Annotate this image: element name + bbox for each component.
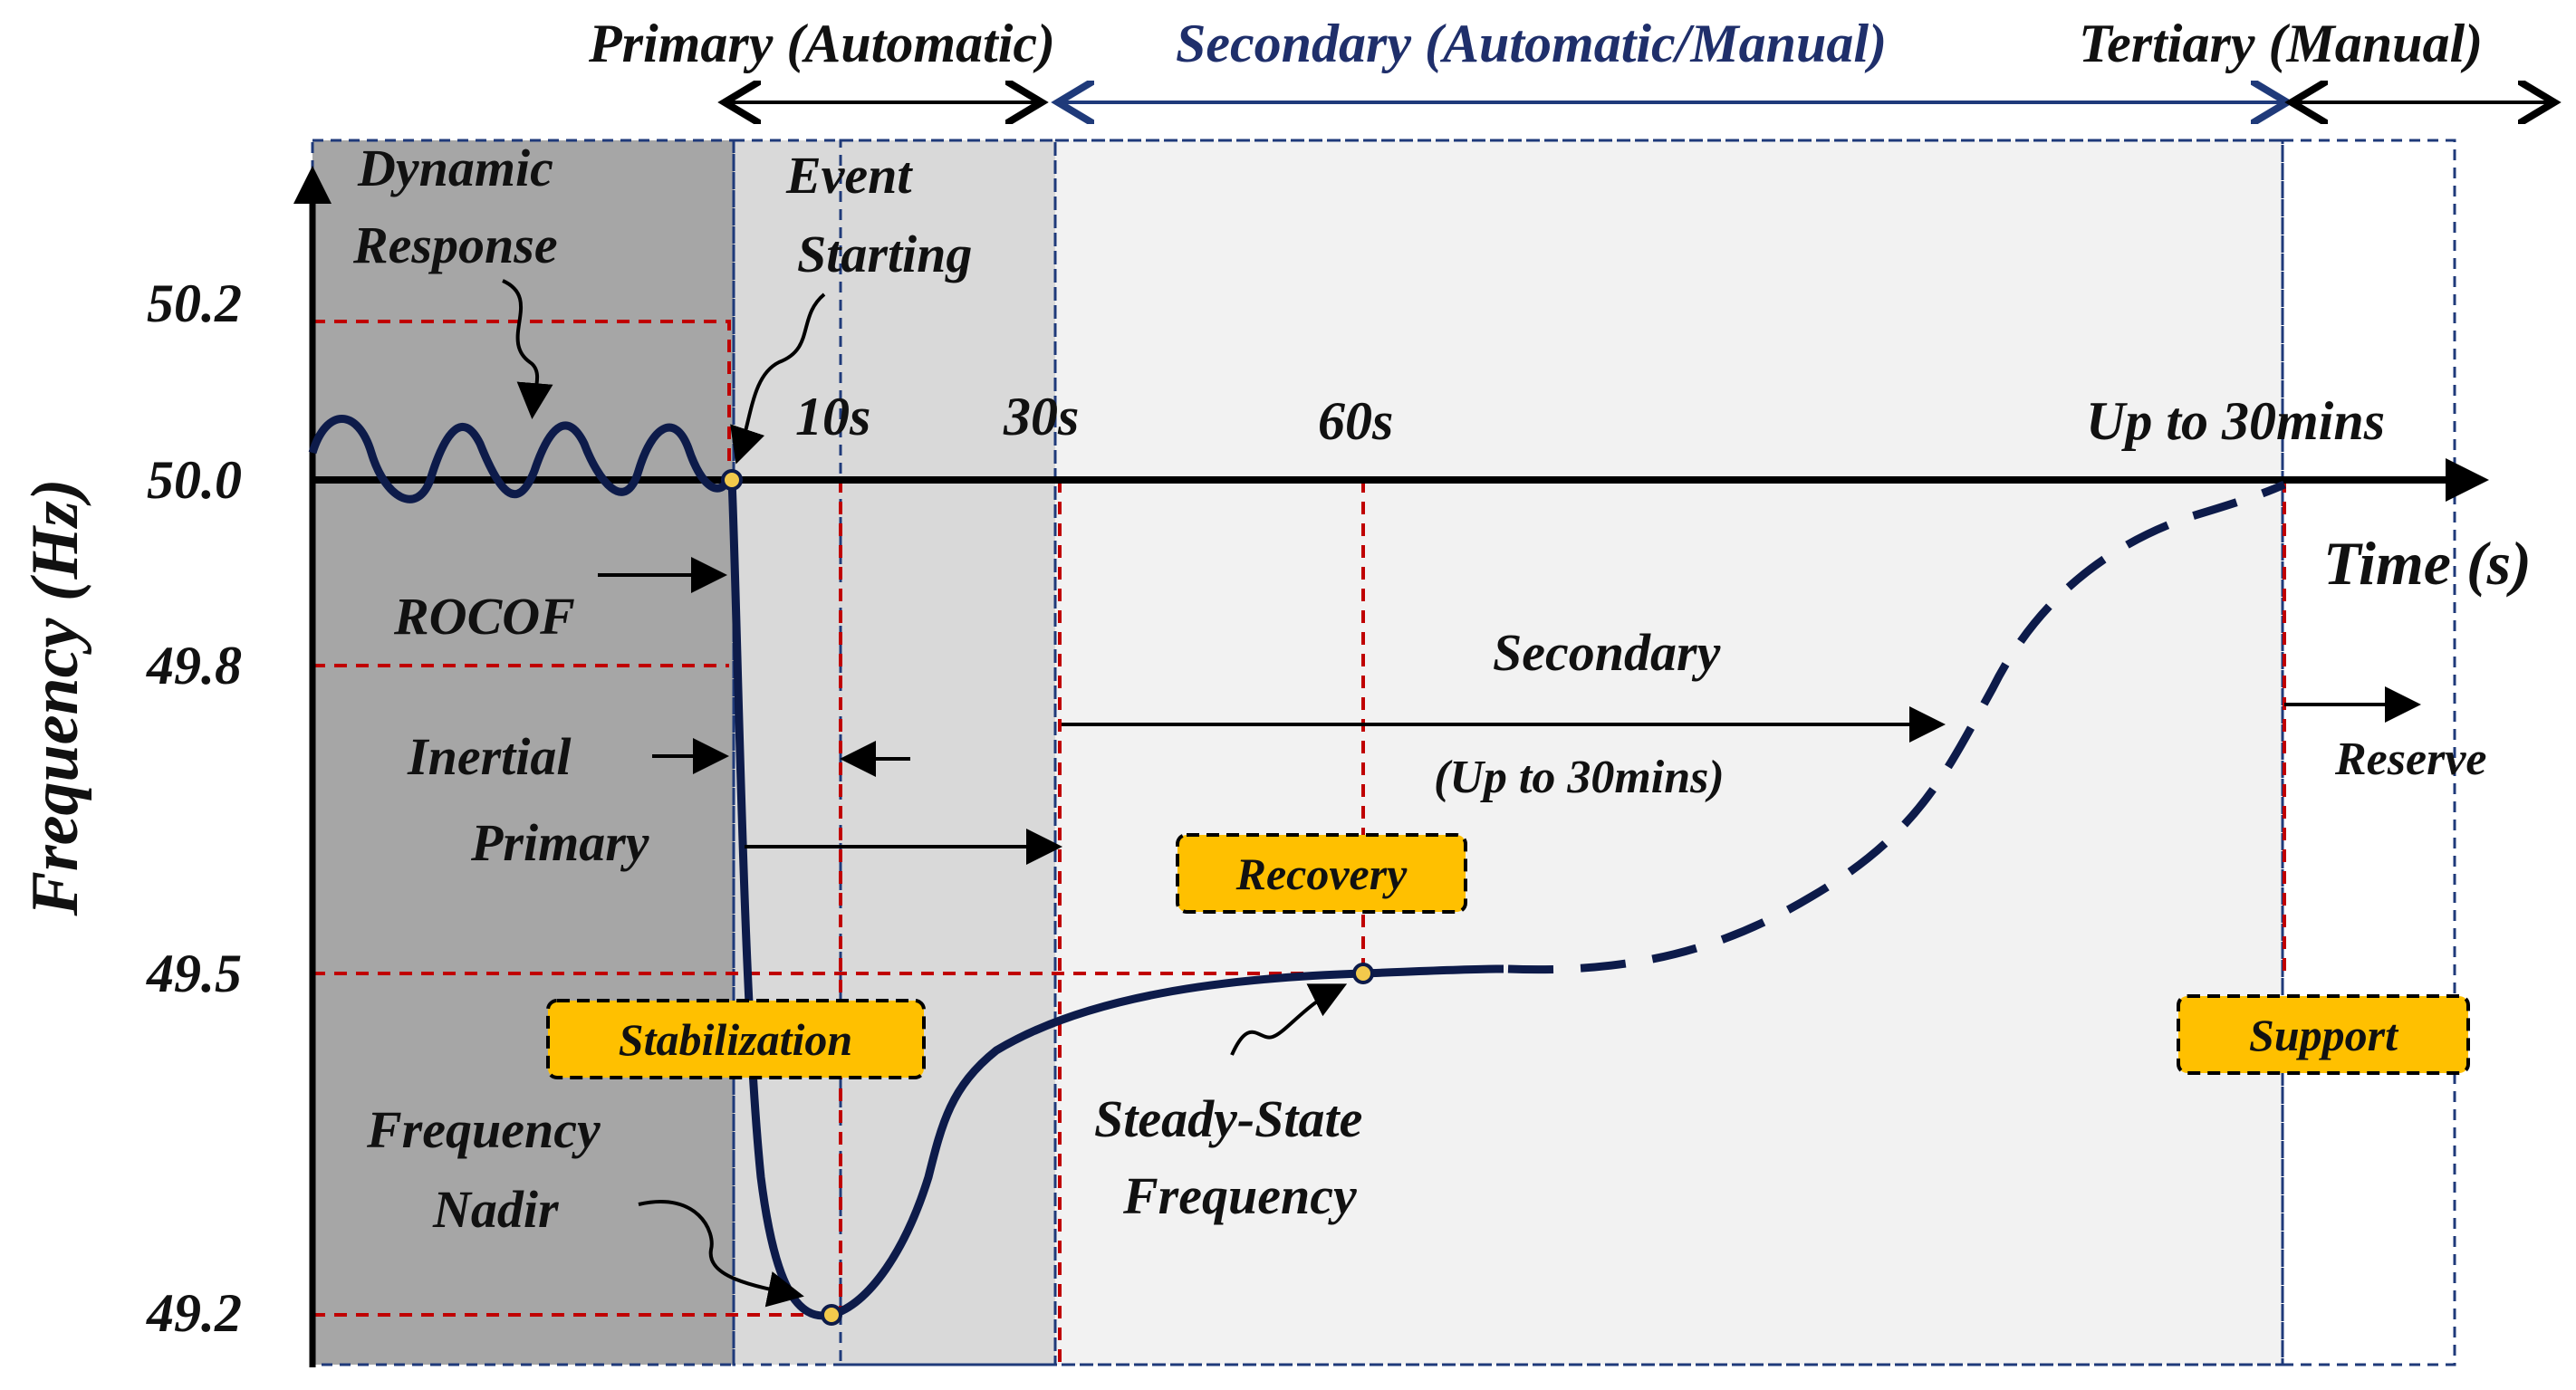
- nadir-pointer: [638, 1200, 804, 1308]
- x-tick-10s: 10s: [795, 387, 870, 446]
- x-axis-label: Time (s): [2323, 529, 2532, 598]
- event-label-line2: Starting: [797, 225, 972, 283]
- x-tick-30s: 30s: [1003, 387, 1079, 446]
- dynamic-label-line1: Dynamic: [357, 139, 553, 197]
- frequency-drop-curve: [727, 479, 1504, 1320]
- event-label-line1: Event: [785, 146, 913, 205]
- reserve-label: Reserve: [2334, 733, 2486, 785]
- support-badge: Support: [2177, 994, 2470, 1075]
- primary-region: [734, 140, 1055, 1365]
- secondary-sub-label: (Up to 30mins): [1434, 752, 1725, 803]
- secondary-label: Secondary: [1493, 623, 1721, 682]
- y-tick-49-5: 49.5: [146, 944, 242, 1003]
- stabilization-badge: Stabilization: [546, 999, 926, 1079]
- y-tick-50-2: 50.2: [147, 273, 242, 333]
- steady-pointer: [1230, 983, 1348, 1056]
- y-tick-49-8: 49.8: [146, 636, 242, 695]
- steady-label-line2: Frequency: [1122, 1166, 1357, 1225]
- dynamic-pointer: [502, 279, 553, 419]
- y-axis-label: Frequency (Hz): [18, 479, 92, 917]
- event-pointer: [730, 292, 826, 465]
- nadir-point: [821, 1304, 842, 1326]
- recovery-badge: Recovery: [1176, 833, 1467, 914]
- event-start-point: [721, 469, 743, 491]
- header-secondary: Secondary (Automatic/Manual): [1176, 14, 1887, 73]
- x-tick-60s: 60s: [1318, 391, 1393, 451]
- dynamic-label-line2: Response: [352, 216, 558, 274]
- support-badge-text: Support: [2249, 1010, 2399, 1060]
- stabilization-badge-text: Stabilization: [619, 1014, 852, 1065]
- rocof-label: ROCOF: [393, 587, 575, 646]
- primary-label: Primary: [470, 813, 649, 872]
- nadir-label-line2: Nadir: [432, 1180, 559, 1239]
- y-tick-49-2: 49.2: [146, 1283, 242, 1343]
- header-primary: Primary (Automatic): [588, 14, 1055, 73]
- oscillation-curve: [308, 415, 734, 503]
- inertial-label: Inertial: [407, 727, 572, 786]
- steady-label-line1: Steady-State: [1094, 1089, 1362, 1148]
- y-tick-50-0: 50.0: [147, 450, 242, 510]
- dynamic-response-region: [312, 140, 734, 1365]
- recovery-badge-text: Recovery: [1235, 848, 1408, 899]
- steady-state-point: [1352, 963, 1374, 984]
- header-tertiary: Tertiary (Manual): [2079, 14, 2483, 73]
- nadir-label-line1: Frequency: [366, 1100, 601, 1159]
- x-tick-30mins: Up to 30mins: [2086, 391, 2385, 451]
- red-guide-lines: [312, 320, 2286, 1365]
- secondary-region: [1055, 140, 2283, 1365]
